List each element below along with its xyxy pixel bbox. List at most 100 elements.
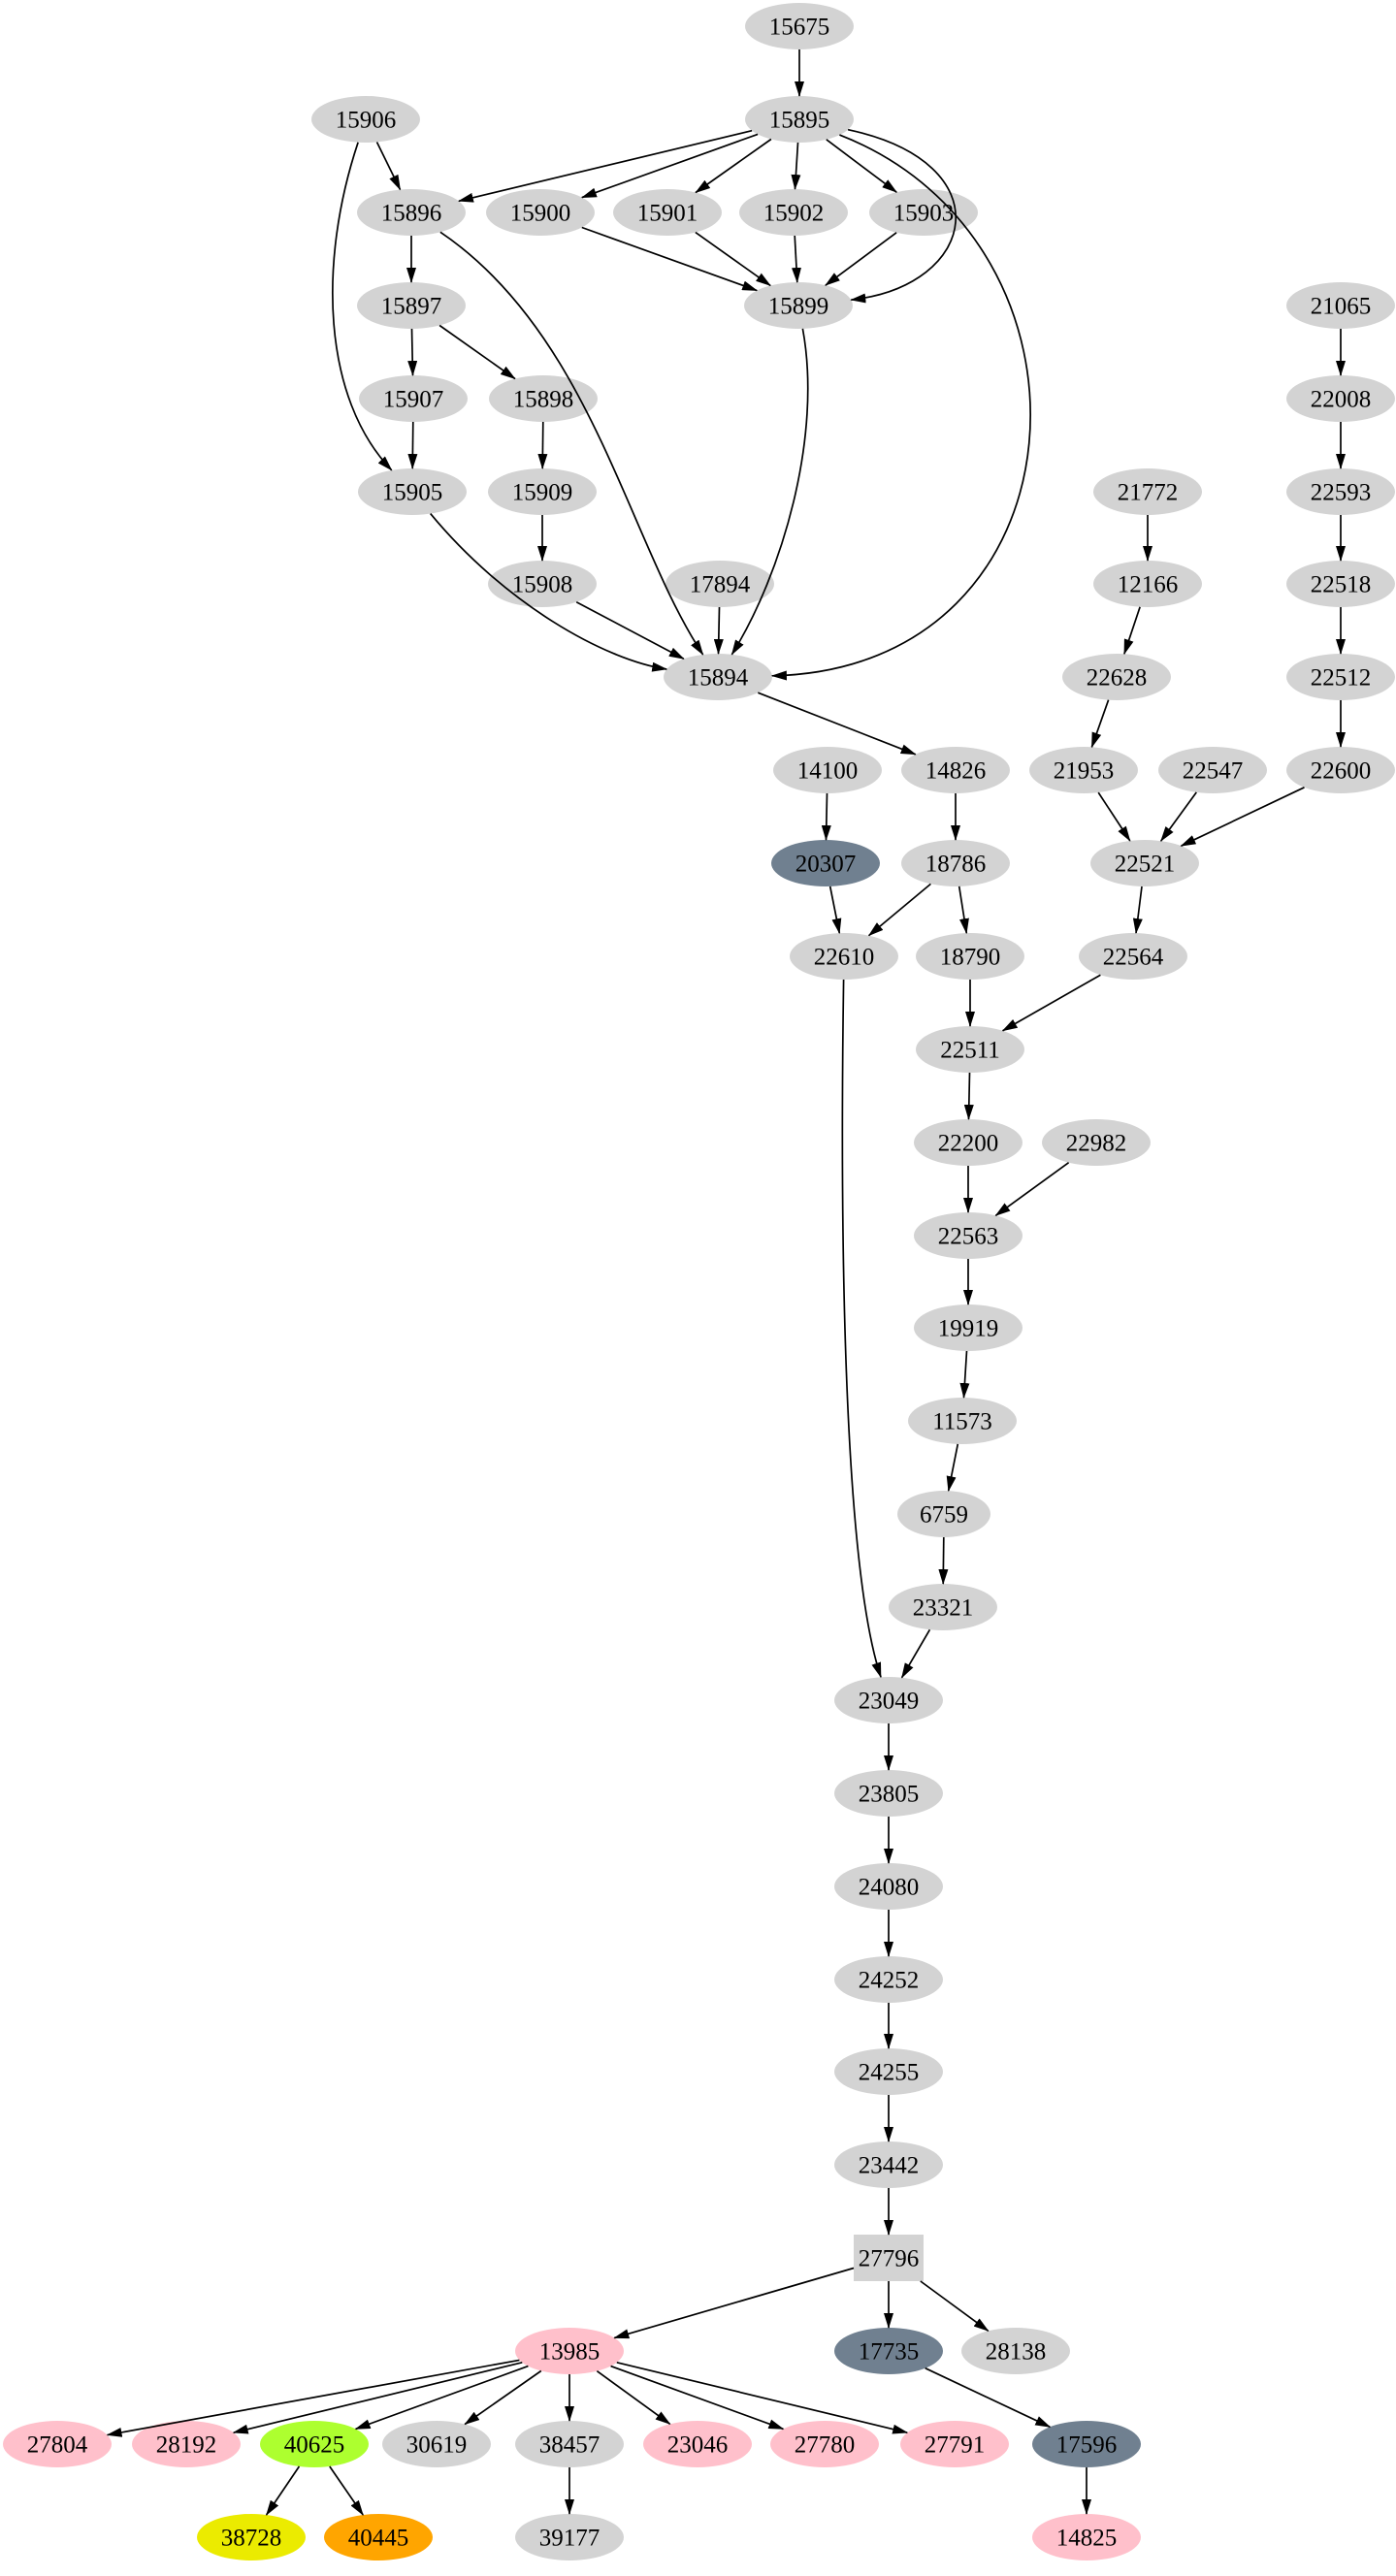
edge-13985-27791 <box>616 2361 909 2434</box>
node-17596: 17596 <box>1032 2421 1141 2467</box>
node-ellipse-shape <box>1286 654 1395 700</box>
edge-14100-20307 <box>821 792 831 841</box>
node-13985: 13985 <box>515 2328 624 2374</box>
node-ellipse-shape <box>1286 561 1395 607</box>
node-15902: 15902 <box>739 189 848 236</box>
node-38457: 38457 <box>515 2421 624 2467</box>
node-ellipse-shape <box>1286 282 1395 329</box>
node-18786: 18786 <box>901 840 1010 886</box>
edge-15898-15909 <box>537 421 548 469</box>
node-ellipse-shape <box>744 282 853 329</box>
edge-23321-23049 <box>900 1628 931 1679</box>
node-23321: 23321 <box>889 1584 997 1630</box>
node-label: 38728 <box>221 2526 282 2552</box>
node-27791: 27791 <box>900 2421 1009 2467</box>
edge-15895-15901 <box>695 138 772 194</box>
node-label: 17735 <box>859 2339 920 2366</box>
edge-22600-22521 <box>1180 787 1305 847</box>
node-ellipse-shape <box>916 933 1024 980</box>
node-label: 22200 <box>938 1131 999 1157</box>
node-22518: 22518 <box>1286 561 1395 607</box>
node-ellipse-shape <box>643 2421 752 2467</box>
node-ellipse-shape <box>771 840 880 886</box>
node-label: 28138 <box>986 2339 1047 2366</box>
node-label: 27796 <box>859 2246 920 2272</box>
node-22521: 22521 <box>1090 840 1199 886</box>
node-label: 22521 <box>1115 852 1176 878</box>
node-15906: 15906 <box>311 96 420 143</box>
node-ellipse-shape <box>739 189 848 236</box>
node-label: 23805 <box>859 1782 920 1808</box>
node-15895: 15895 <box>745 96 854 143</box>
node-ellipse-shape <box>382 2421 491 2467</box>
edge-22547-22521 <box>1160 791 1197 842</box>
node-ellipse-shape <box>834 1956 943 2003</box>
node-ellipse-shape <box>664 654 772 700</box>
node-label: 22628 <box>1087 665 1148 692</box>
edge-13985-27804 <box>106 2359 520 2437</box>
node-ellipse-shape <box>889 1584 997 1630</box>
node-27804: 27804 <box>3 2421 112 2467</box>
node-label: 22982 <box>1066 1131 1127 1157</box>
edge-15907-15905 <box>407 421 418 469</box>
node-ellipse-shape <box>745 3 854 49</box>
node-ellipse-shape <box>1286 468 1395 515</box>
node-22610: 22610 <box>790 933 898 980</box>
node-label: 39177 <box>539 2526 601 2552</box>
edge-40625-38728 <box>265 2465 301 2516</box>
node-ellipse-shape <box>908 1398 1017 1444</box>
node-ellipse-shape <box>1093 468 1202 515</box>
node-ellipse-shape <box>1062 654 1171 700</box>
edge-27796-13985 <box>613 2267 855 2339</box>
edge-15901-15899 <box>695 231 771 287</box>
node-label: 40445 <box>348 2526 409 2552</box>
node-39177: 39177 <box>515 2514 624 2560</box>
node-label: 18786 <box>925 852 987 878</box>
edges-layer <box>106 49 1346 2516</box>
node-ellipse-shape <box>901 840 1010 886</box>
node-label: 15675 <box>769 15 830 41</box>
node-ellipse-shape <box>358 468 467 515</box>
edge-13985-28192 <box>232 2361 523 2434</box>
edge-15902-15899 <box>791 235 801 283</box>
node-ellipse-shape <box>357 189 466 236</box>
node-ellipse-shape <box>834 2328 943 2374</box>
node-40445: 40445 <box>324 2514 433 2560</box>
node-ellipse-shape <box>916 1026 1024 1073</box>
node-ellipse-shape <box>1286 747 1395 793</box>
node-27780: 27780 <box>770 2421 879 2467</box>
node-label: 24252 <box>859 1968 920 1994</box>
node-ellipse-shape <box>1079 933 1187 980</box>
node-ellipse-shape <box>897 1491 990 1537</box>
edge-15905-15894 <box>430 513 668 672</box>
node-ellipse-shape <box>488 468 597 515</box>
node-18790: 18790 <box>916 933 1024 980</box>
node-ellipse-shape <box>357 282 466 329</box>
node-22982: 22982 <box>1042 1119 1151 1166</box>
node-ellipse-shape <box>132 2421 241 2467</box>
node-23442: 23442 <box>834 2141 943 2188</box>
node-label: 40625 <box>284 2432 345 2459</box>
edge-22610-23049 <box>841 979 882 1679</box>
edge-15896-15894 <box>439 231 704 656</box>
node-label: 23046 <box>667 2432 729 2459</box>
node-ellipse-shape <box>961 2328 1070 2374</box>
edge-15908-15894 <box>575 600 685 660</box>
node-label: 27791 <box>925 2432 986 2459</box>
edge-22511-22200 <box>963 1072 974 1120</box>
node-label: 6759 <box>920 1502 968 1529</box>
node-22511: 22511 <box>916 1026 1024 1073</box>
node-label: 24255 <box>859 2060 920 2086</box>
node-14100: 14100 <box>773 747 882 793</box>
node-label: 30619 <box>406 2432 468 2459</box>
node-ellipse-shape <box>834 1863 943 1910</box>
node-ellipse-shape <box>311 96 420 143</box>
node-ellipse-shape <box>900 2421 1009 2467</box>
node-ellipse-shape <box>914 1119 1023 1166</box>
node-24252: 24252 <box>834 1956 943 2003</box>
node-label: 27804 <box>27 2432 88 2459</box>
node-ellipse-shape <box>1158 747 1267 793</box>
